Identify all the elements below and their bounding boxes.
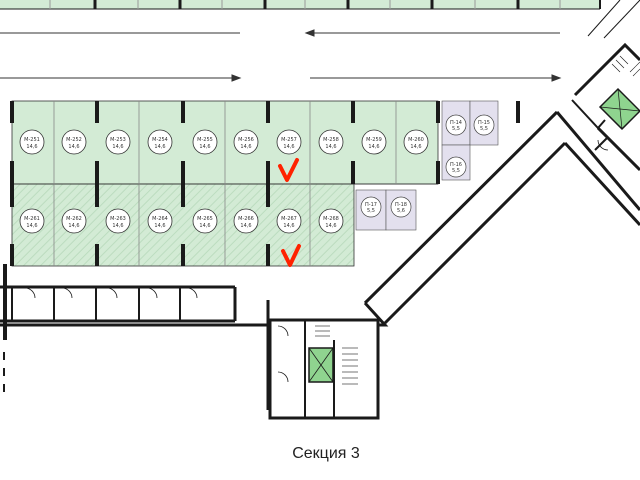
spot-M-254[interactable]: М-254 14,6 — [147, 129, 173, 155]
spot-area: 14,6 — [68, 144, 79, 150]
traffic-arrows — [0, 29, 562, 82]
spot-area: 14,6 — [112, 223, 123, 229]
spot-number: М-260 — [408, 137, 424, 143]
spot-M-268[interactable]: М-268 14,6 — [318, 208, 344, 234]
spot-M-263[interactable]: М-263 14,6 — [105, 208, 131, 234]
spot-M-260[interactable]: М-260 14,6 — [403, 129, 429, 155]
storage-number: П-14 — [450, 120, 462, 126]
spot-number: М-265 — [197, 216, 213, 222]
spot-area: 14,6 — [26, 223, 37, 229]
spot-number: М-262 — [66, 216, 82, 222]
spot-M-253[interactable]: М-253 14,6 — [105, 129, 131, 155]
storage-P-18[interactable]: П-18 5,6 — [390, 196, 412, 218]
spot-number: М-252 — [66, 137, 82, 143]
storage-P-16[interactable]: П-16 5,5 — [445, 156, 467, 178]
spot-number: М-259 — [366, 137, 382, 143]
spot-area: 14,6 — [325, 144, 336, 150]
left-wall — [3, 264, 7, 392]
spot-area: 14,6 — [283, 144, 294, 150]
spot-area: 14,6 — [283, 223, 294, 229]
storage-area: 5,5 — [452, 126, 460, 132]
elevator-icon — [308, 347, 334, 383]
spot-M-252[interactable]: М-252 14,6 — [61, 129, 87, 155]
storage-P-14[interactable]: П-14 5,5 — [445, 114, 467, 136]
storage-number: П-17 — [365, 202, 377, 208]
spot-number: М-254 — [152, 137, 168, 143]
spot-M-261[interactable]: М-261 14,6 — [19, 208, 45, 234]
spot-number: М-251 — [24, 137, 40, 143]
spot-area: 14,6 — [26, 144, 37, 150]
spot-number: М-255 — [197, 137, 213, 143]
spot-M-256[interactable]: М-256 14,6 — [233, 129, 259, 155]
spot-M-265[interactable]: М-265 14,6 — [192, 208, 218, 234]
section-caption: Секция 3 — [292, 445, 360, 462]
spot-area: 14,6 — [112, 144, 123, 150]
storage-area: 5,5 — [452, 168, 460, 174]
storage-area: 5,6 — [397, 208, 405, 214]
spot-number: М-263 — [110, 216, 126, 222]
spot-area: 14,6 — [240, 144, 251, 150]
checkmark-icon — [278, 158, 299, 182]
spot-number: М-266 — [238, 216, 254, 222]
spot-area: 14,6 — [368, 144, 379, 150]
storage-area: 5,5 — [367, 208, 375, 214]
spot-M-251[interactable]: М-251 14,6 — [19, 129, 45, 155]
spot-number: М-268 — [323, 216, 339, 222]
spot-number: М-264 — [152, 216, 168, 222]
spot-M-266[interactable]: М-266 14,6 — [233, 208, 259, 234]
spot-number: М-258 — [323, 137, 339, 143]
spot-number: М-261 — [24, 216, 40, 222]
spot-area: 14,6 — [199, 223, 210, 229]
spot-M-264[interactable]: М-264 14,6 — [147, 208, 173, 234]
checkmark-icon — [281, 244, 301, 267]
spot-M-255[interactable]: М-255 14,6 — [192, 129, 218, 155]
spot-M-258[interactable]: М-258 14,6 — [318, 129, 344, 155]
spot-markers: М-251 14,6 М-252 14,6 М-253 14,6 М-254 1… — [19, 114, 495, 234]
storage-P-15[interactable]: П-15 5,5 — [473, 114, 495, 136]
storage-number: П-16 — [450, 162, 462, 168]
spot-number: М-257 — [281, 137, 297, 143]
spot-number: М-267 — [281, 216, 297, 222]
storage-P-17[interactable]: П-17 5,5 — [360, 196, 382, 218]
spot-area: 14,6 — [325, 223, 336, 229]
top-edge-spots — [0, 0, 601, 10]
spot-area: 14,6 — [240, 223, 251, 229]
stair-core-bottom — [266, 300, 380, 420]
spot-area: 14,6 — [154, 144, 165, 150]
storage-area: 5,5 — [480, 126, 488, 132]
storage-rooms-row — [0, 285, 237, 323]
spot-area: 14,6 — [199, 144, 210, 150]
storage-number: П-18 — [395, 202, 407, 208]
spot-M-267[interactable]: М-267 14,6 — [276, 208, 302, 234]
elevator-icon — [598, 87, 640, 131]
storage-number: П-15 — [478, 120, 490, 126]
stair-core-top — [571, 0, 640, 172]
diagonal-wing — [363, 110, 640, 327]
spot-M-259[interactable]: М-259 14,6 — [361, 129, 387, 155]
spot-M-262[interactable]: М-262 14,6 — [61, 208, 87, 234]
spot-number: М-253 — [110, 137, 126, 143]
spot-area: 14,6 — [410, 144, 421, 150]
spot-M-257[interactable]: М-257 14,6 — [276, 129, 302, 155]
selection-marks — [278, 158, 301, 267]
spot-number: М-256 — [238, 137, 254, 143]
spot-area: 14,6 — [68, 223, 79, 229]
spot-area: 14,6 — [154, 223, 165, 229]
